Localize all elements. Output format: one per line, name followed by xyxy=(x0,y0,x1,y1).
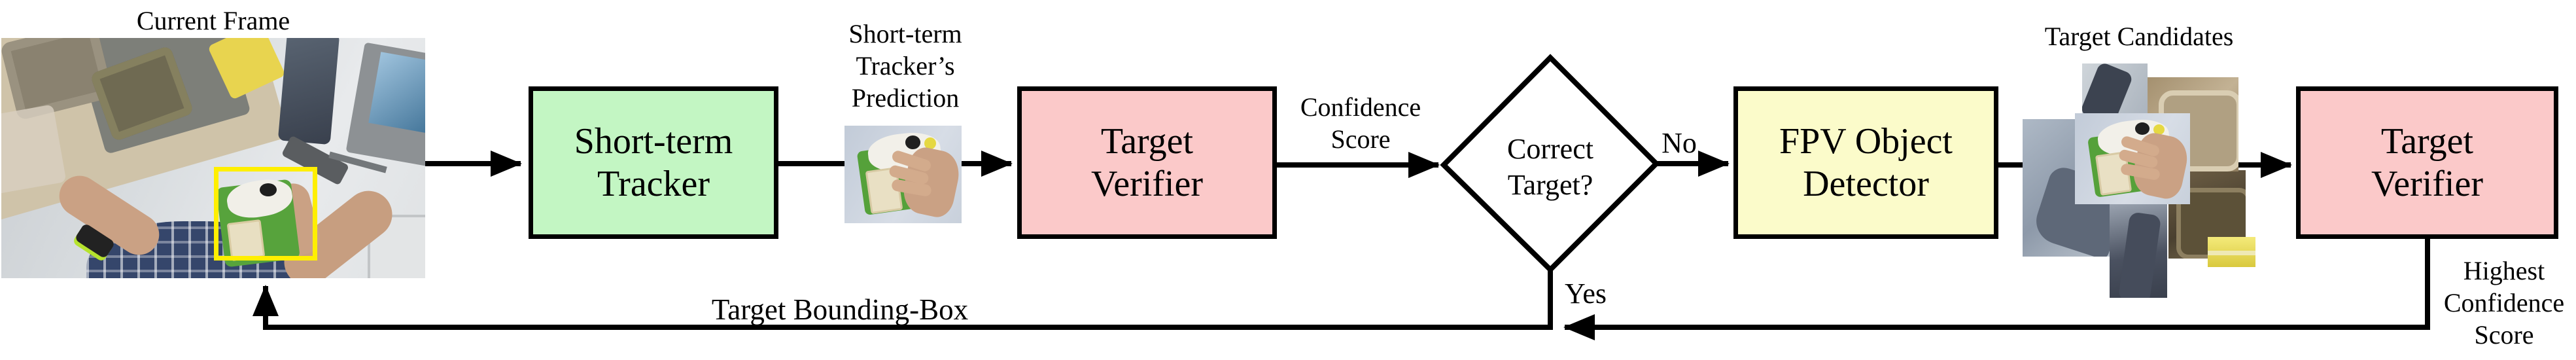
highest-confidence-score-label: Highest Confidence Score xyxy=(2444,255,2564,351)
box-label-line: Target xyxy=(2380,120,2474,162)
carton-spot xyxy=(905,135,921,149)
box-label-line: Short-term xyxy=(574,120,733,162)
box-label-line: Verifier xyxy=(2371,163,2483,204)
target-bounding-box-overlay xyxy=(214,167,317,261)
box-label-line: Target xyxy=(1100,120,1194,162)
decision-label: Correct Target? xyxy=(1507,131,1593,203)
candidate-patch-towel xyxy=(2082,63,2148,119)
confidence-label-line: Score xyxy=(1331,124,1391,154)
decision-label-line: Target? xyxy=(1507,169,1593,201)
milk-carton-spot xyxy=(260,183,277,196)
prediction-thumbnail xyxy=(844,126,962,223)
box-label-line: Detector xyxy=(1803,163,1929,204)
decision-no-label: No xyxy=(1662,127,1697,159)
candidate-patch-sponge xyxy=(2208,237,2255,267)
carton-mark xyxy=(924,137,936,149)
highest-label-line: Score xyxy=(2474,319,2534,350)
highest-label-line: Confidence xyxy=(2443,287,2565,317)
target-candidates-collage xyxy=(2021,62,2258,299)
decision-label-line: Correct xyxy=(1507,133,1593,165)
current-frame-photo xyxy=(1,38,425,278)
target-verifier-box-1: Target Verifier xyxy=(1017,86,1277,239)
short-term-tracker-box: Short-term Tracker xyxy=(529,86,778,239)
carton-mark xyxy=(2153,124,2165,135)
box-label-line: Verifier xyxy=(1090,163,1203,204)
box-label-line: FPV Object xyxy=(1779,120,1953,162)
highest-label-line: Highest xyxy=(2463,256,2545,285)
target-verifier-box-2: Target Verifier xyxy=(2296,86,2558,239)
confidence-score-label: Confidence Score xyxy=(1300,92,1421,156)
prediction-label: Short-term Tracker’s Prediction xyxy=(848,18,962,114)
candidate-patch-towel-dark xyxy=(2110,204,2167,298)
arrow-verifier2-feedback xyxy=(1563,236,2430,340)
hanging-towel xyxy=(277,38,340,145)
candidate-patch-target xyxy=(2075,113,2190,204)
decision-yes-label: Yes xyxy=(1565,278,1607,310)
current-frame-label: Current Frame xyxy=(136,6,290,35)
prediction-label-line: Short-term xyxy=(848,19,962,48)
fpv-object-detector-box: FPV Object Detector xyxy=(1733,86,1998,239)
prediction-label-line: Prediction xyxy=(851,82,960,113)
prediction-label-line: Tracker’s xyxy=(856,50,955,81)
box-label-line: Tracker xyxy=(597,163,710,204)
carton-spot xyxy=(2134,122,2150,135)
confidence-label-line: Confidence xyxy=(1300,92,1421,122)
target-candidates-label: Target Candidates xyxy=(2044,22,2234,51)
target-bounding-box-label: Target Bounding-Box xyxy=(711,293,969,326)
